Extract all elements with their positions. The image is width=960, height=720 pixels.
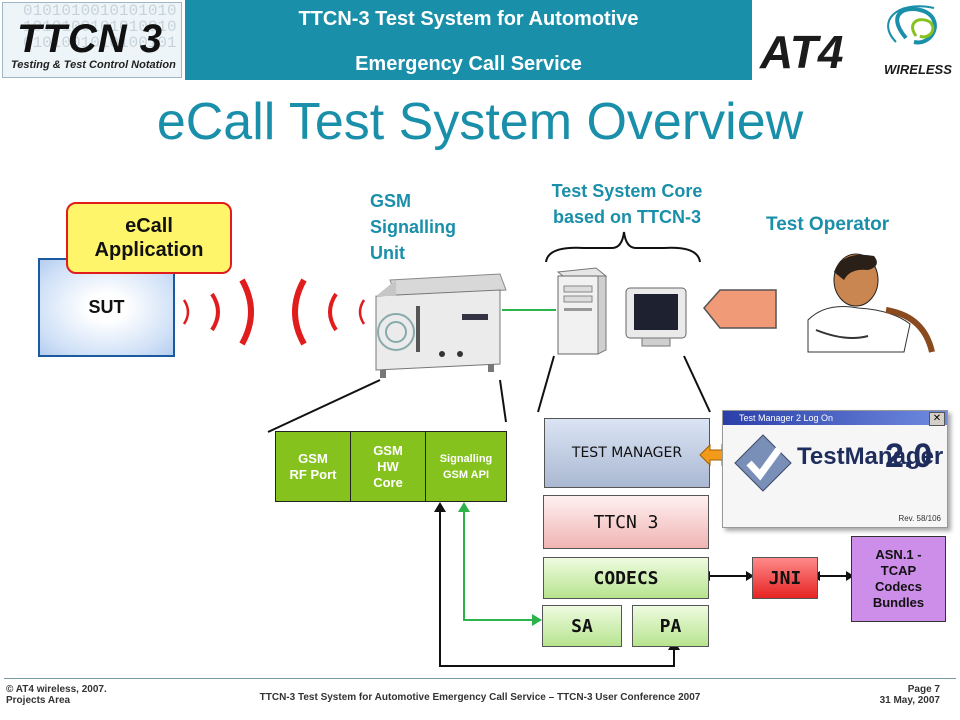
ecall-line1: eCall [125, 215, 173, 237]
core-brace [545, 231, 701, 263]
operator-input-arrow [703, 289, 777, 329]
radio-waves-icon [182, 278, 366, 346]
pa-loop-arrowhead-up [434, 502, 446, 512]
header-title-line2: Emergency Call Service [355, 53, 582, 75]
core-label: Test System Core based on TTCN-3 [551, 181, 703, 227]
at4-logo-subtext: WIRELESS [884, 62, 952, 77]
codecs-box: CODECS [543, 557, 709, 599]
sa-box: SA [542, 605, 622, 647]
testmanager-window-titlebar: Test Manager 2 Log On [723, 411, 947, 425]
wave-left-medium [328, 292, 338, 332]
zoom-line-right [499, 379, 507, 423]
core-zoom-left [537, 355, 555, 413]
at4-logo-text: AT4 [759, 26, 844, 78]
wave-right-small [182, 299, 190, 325]
footer-center: TTCN-3 Test System for Automotive Emerge… [259, 692, 701, 703]
gsm-unit-label: GSM Signalling Unit [370, 191, 457, 263]
footer-copyright: © AT4 wireless, 2007. Projects Area [6, 684, 107, 706]
wave-left-small [358, 299, 366, 325]
at4-wireless-logo: AT4 WIRELESS [756, 2, 956, 78]
ttcn3-box: TTCN 3 [543, 495, 709, 549]
zoom-line-left [267, 379, 381, 433]
footer-divider [4, 678, 956, 679]
gsm-tester-device-icon [375, 273, 507, 378]
wave-left-large [292, 278, 307, 346]
page-title: eCall Test System Overview [156, 93, 804, 151]
test-manager-box: TEST MANAGER [544, 418, 710, 488]
monitor-icon [625, 287, 687, 347]
checkmark-logo-icon [734, 434, 792, 492]
testmanager-brand: TestManager [797, 443, 944, 470]
sa-loop-arrowhead-sa [532, 614, 542, 626]
sa-loop-line [463, 510, 540, 621]
ecall-application-box: eCall Application [66, 202, 232, 274]
pc-tower-icon [556, 267, 608, 355]
wave-right-medium [210, 292, 220, 332]
testmanager-version: 2.0 [885, 437, 933, 475]
header-title-band: TTCN-3 Test System for Automotive Emerge… [185, 0, 752, 80]
pa-box: PA [632, 605, 709, 647]
ttcn3-logo-subtitle: Testing & Test Control Notation [11, 59, 176, 71]
test-operator-label: Test Operator [766, 214, 890, 235]
header-title-line1: TTCN-3 Test System for Automotive [298, 8, 639, 30]
pa-loop-line [439, 510, 675, 667]
asn1-tcap-codecs-box: ASN.1 - TCAP Codecs Bundles [851, 536, 946, 622]
sa-loop-arrowhead-up [458, 502, 470, 512]
operator-icon [703, 253, 935, 353]
wave-right-large [239, 278, 254, 346]
jni-box: JNI [752, 557, 818, 599]
ttcn3-logo-text: TTCN 3 [17, 17, 163, 61]
sut-label: SUT [88, 297, 125, 317]
testmanager-rev: Rev. 58/106 [898, 514, 941, 523]
at4-logo-graphic: AT4 WIRELESS [759, 5, 952, 78]
core-zoom-right [683, 355, 711, 413]
ecall-line2: Application [94, 239, 204, 261]
footer-page: Page 7 31 May, 2007 [879, 684, 940, 706]
testmanager-window: Test Manager 2 Log On ✕ TestManager 2.0 … [722, 410, 948, 528]
close-icon: ✕ [929, 412, 945, 426]
